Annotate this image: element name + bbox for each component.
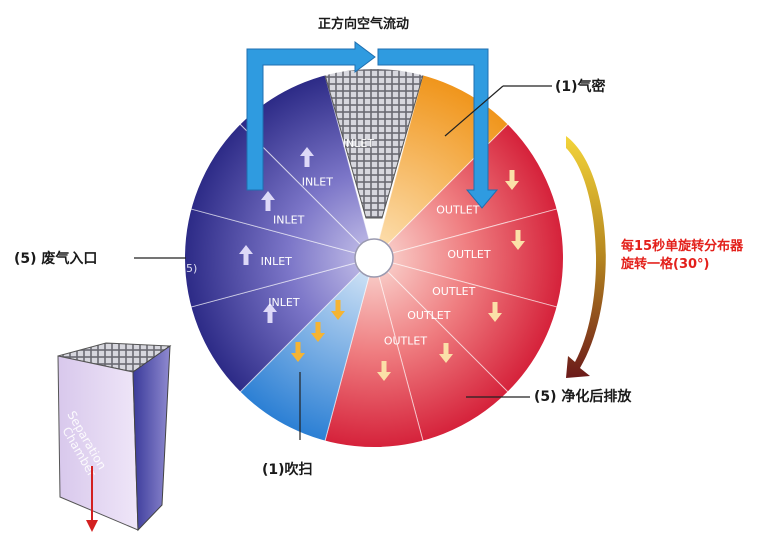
inlet-label-3: INLET <box>261 255 293 268</box>
inlet-label-5: INLET <box>343 137 375 150</box>
chamber-down-arrow-icon <box>86 520 98 532</box>
inlet-label-1: INLET <box>302 176 334 189</box>
outlet-label-4: OUTLET <box>407 309 451 322</box>
callout-waste-inlet: (5) 废气入口 <box>14 251 98 267</box>
center-hub <box>354 238 394 278</box>
down-arrow-icon-1 <box>505 170 519 190</box>
top-flow-label: 正方向空气流动 <box>318 17 410 32</box>
purge-down-arrow-icon-2 <box>311 322 325 342</box>
callout-airtight: (1)气密 <box>555 79 606 95</box>
separation-chamber-prism: Separation Chamber <box>57 342 172 532</box>
inlet-label-4: INLET <box>268 296 300 309</box>
flow-arrow-down-right <box>377 48 499 209</box>
edge-mark-5: 5) <box>186 262 197 275</box>
outlet-label-5: OUTLET <box>384 334 428 347</box>
up-arrow-icon-2 <box>261 191 275 211</box>
callout-purge: (1)吹扫 <box>262 462 313 478</box>
flow-arrow-up-left <box>246 41 376 191</box>
purge-down-arrow-icon-3 <box>331 300 345 320</box>
up-arrow-icon-3 <box>239 245 253 265</box>
outlet-label-1: OUTLET <box>436 203 480 216</box>
rotation-note-line2: 旋转一格(30°) <box>621 257 710 272</box>
sector-arrows <box>239 147 525 381</box>
down-arrow-icon-2 <box>511 230 525 250</box>
rotation-direction-icon <box>566 136 606 378</box>
up-arrow-icon-4 <box>263 303 277 323</box>
rotation-note-line1: 每15秒单旋转分布器 <box>621 239 744 254</box>
up-arrow-icon-1 <box>300 147 314 167</box>
purge-down-arrow-icon-1 <box>291 342 305 362</box>
sector-labels: INLET INLET INLET INLET INLET OUTLET OUTLET OUT… <box>261 137 491 347</box>
outlet-label-3: OUTLET <box>432 285 476 298</box>
leader-line-airtight <box>444 85 504 137</box>
inlet-label-2: INLET <box>273 214 305 227</box>
callout-clean-exhaust: (5) 净化后排放 <box>534 389 632 405</box>
down-arrow-icon-3 <box>488 302 502 322</box>
down-arrow-icon-4 <box>439 343 453 363</box>
down-arrow-icon-5 <box>377 361 391 381</box>
outlet-label-2: OUTLET <box>447 248 491 261</box>
